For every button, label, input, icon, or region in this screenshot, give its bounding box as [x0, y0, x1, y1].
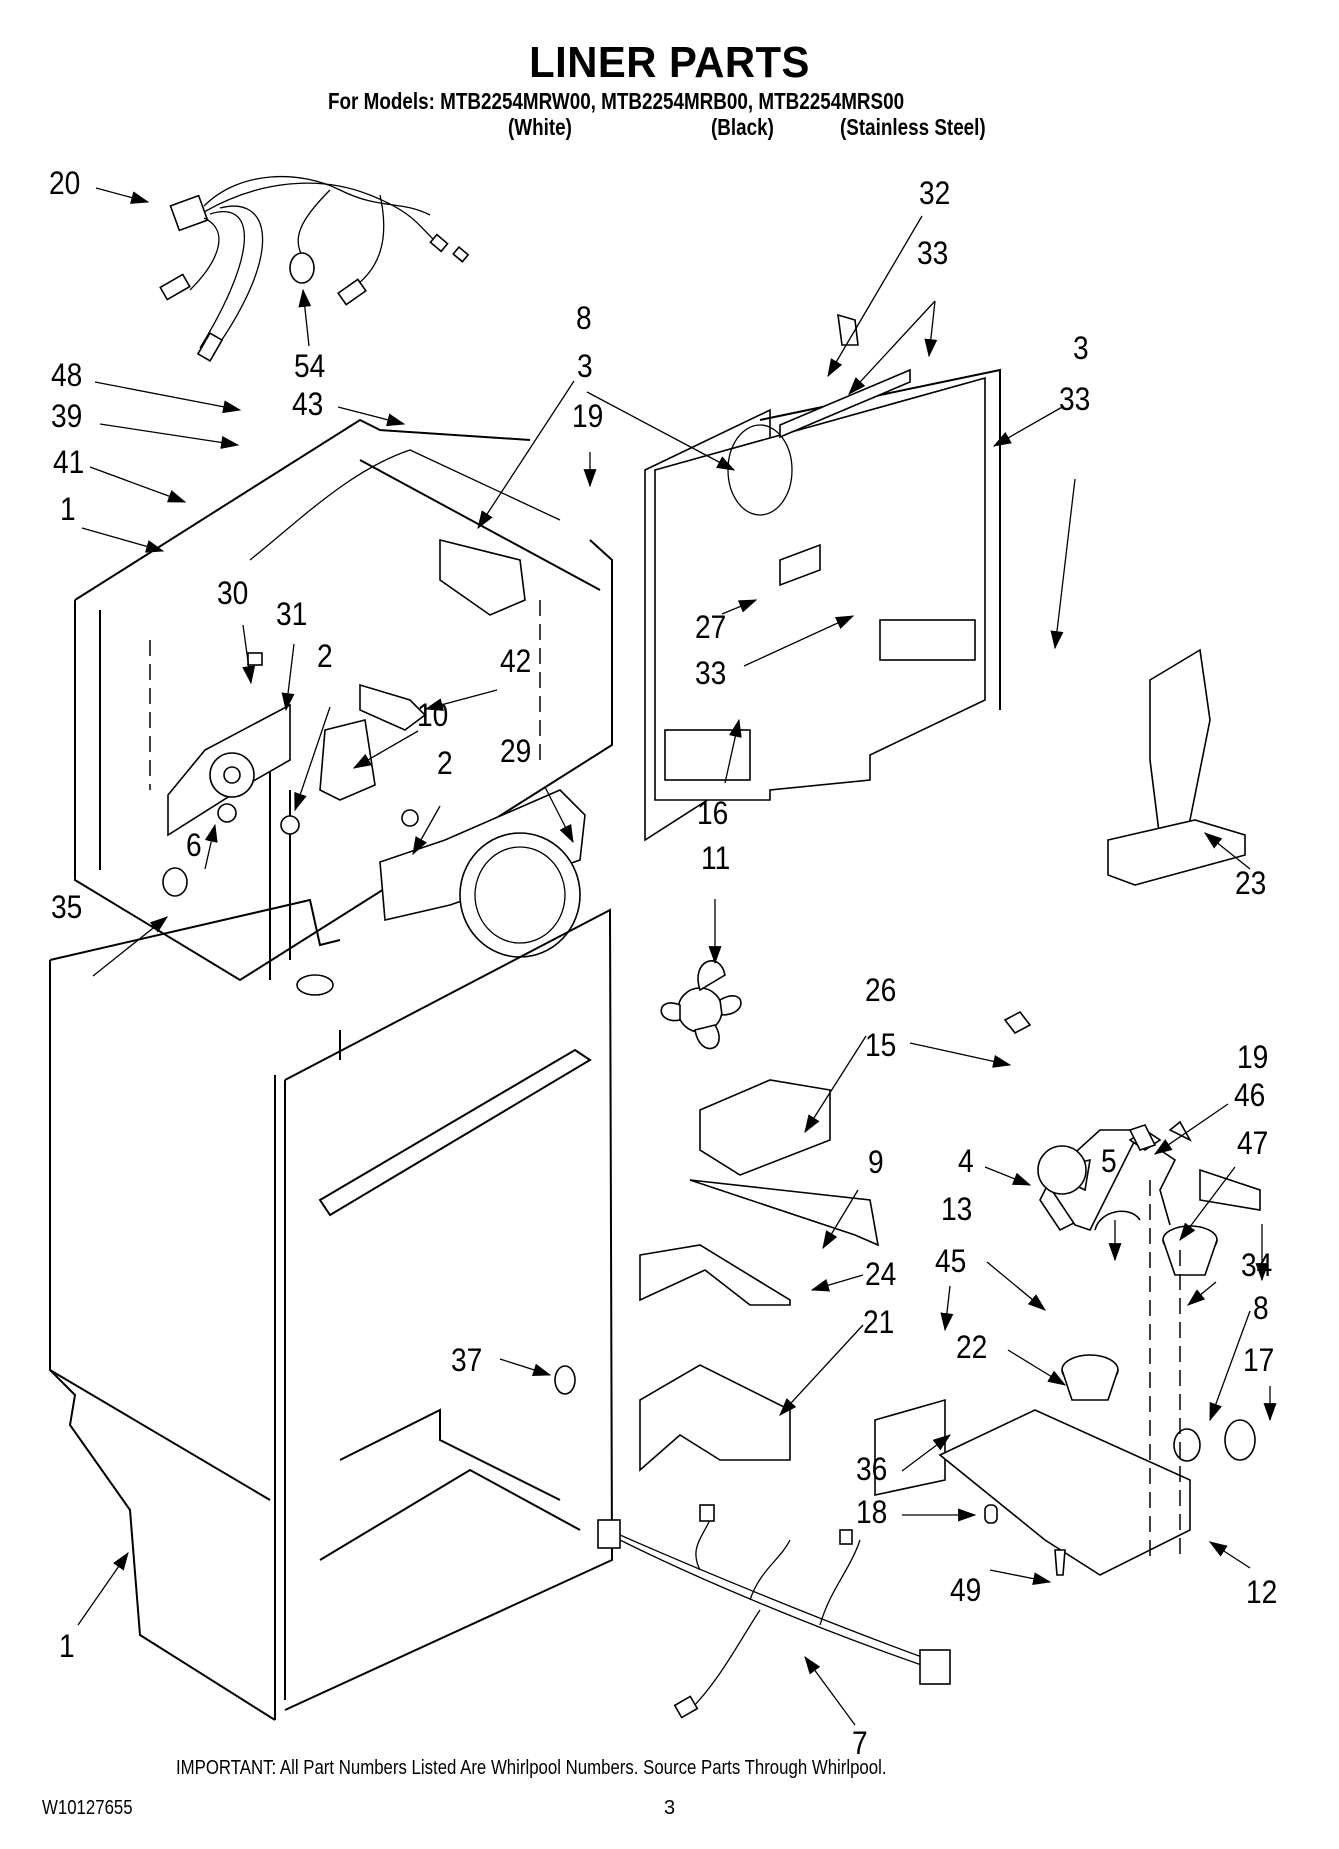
callout-31: 31: [276, 596, 308, 632]
callout-1-upper: 1: [60, 491, 76, 527]
callout-34: 34: [1241, 1247, 1273, 1283]
callout-30: 30: [217, 575, 249, 611]
callout-2-lower: 2: [437, 745, 453, 781]
callout-33-middle: 33: [695, 655, 727, 691]
document-number: W10127655: [42, 1797, 133, 1819]
callout-7: 7: [852, 1725, 868, 1761]
callout-3-left: 3: [577, 348, 593, 384]
fresh-food-liner: [49, 898, 614, 1721]
fan-shroud: [379, 789, 586, 958]
callout-4: 4: [958, 1143, 974, 1179]
callout-49: 49: [950, 1572, 982, 1608]
callout-23: 23: [1235, 865, 1267, 901]
leader-lines: [77, 187, 1277, 1726]
callout-39: 39: [51, 398, 83, 434]
callout-5: 5: [1101, 1143, 1117, 1179]
callout-21: 21: [863, 1304, 895, 1340]
rear-evaporator-cover: [644, 313, 1001, 842]
callout-48: 48: [51, 357, 83, 393]
fan-blade: [660, 960, 742, 1050]
callout-3-right: 3: [1073, 330, 1089, 366]
callout-19-upper: 19: [572, 398, 604, 434]
variant-white: (White): [508, 114, 572, 140]
callout-37: 37: [451, 1342, 483, 1378]
callout-36: 36: [856, 1451, 888, 1487]
callout-19-lower: 19: [1237, 1039, 1269, 1075]
callout-29: 29: [500, 733, 532, 769]
callout-41: 41: [53, 444, 85, 480]
callout-35: 35: [51, 889, 83, 925]
callout-15: 15: [865, 1027, 897, 1063]
callout-17: 17: [1243, 1342, 1275, 1378]
models-line: For Models: MTB2254MRW00, MTB2254MRB00, …: [328, 88, 905, 114]
callout-6: 6: [186, 827, 202, 863]
callout-33-right: 33: [1059, 381, 1091, 417]
callout-47: 47: [1237, 1125, 1269, 1161]
callout-20: 20: [49, 165, 81, 201]
callout-42: 42: [500, 643, 532, 679]
callout-43: 43: [292, 386, 324, 422]
variant-stainless: (Stainless Steel): [840, 114, 986, 140]
wire-harness-upper: [159, 176, 470, 362]
callout-32: 32: [919, 175, 951, 211]
callout-24: 24: [865, 1256, 897, 1292]
callout-11: 11: [701, 840, 731, 876]
important-notice: IMPORTANT: All Part Numbers Listed Are W…: [176, 1757, 887, 1779]
wire-harness-lower: [597, 1504, 951, 1719]
callout-9: 9: [868, 1144, 884, 1180]
dispenser-components: [639, 1010, 1261, 1576]
control-housing: [162, 652, 427, 897]
callout-54: 54: [294, 348, 326, 384]
page-title: LINER PARTS: [529, 38, 810, 87]
callout-2-upper: 2: [317, 638, 333, 674]
callout-1-lower: 1: [59, 1628, 75, 1664]
air-duct: [1107, 648, 1246, 886]
callout-46: 46: [1234, 1077, 1266, 1113]
callout-8-upper: 8: [576, 300, 592, 336]
callout-33-top: 33: [917, 235, 949, 271]
callout-26: 26: [865, 972, 897, 1008]
callout-27: 27: [695, 609, 727, 645]
callout-45: 45: [935, 1243, 967, 1279]
page-number: 3: [664, 1797, 676, 1819]
callout-13: 13: [941, 1191, 973, 1227]
callout-12: 12: [1246, 1574, 1278, 1610]
callout-8-lower: 8: [1253, 1290, 1269, 1326]
callout-22: 22: [956, 1329, 988, 1365]
callout-18: 18: [856, 1494, 888, 1530]
variant-black: (Black): [711, 114, 774, 140]
callout-10: 10: [417, 697, 449, 733]
callout-16: 16: [697, 795, 729, 831]
